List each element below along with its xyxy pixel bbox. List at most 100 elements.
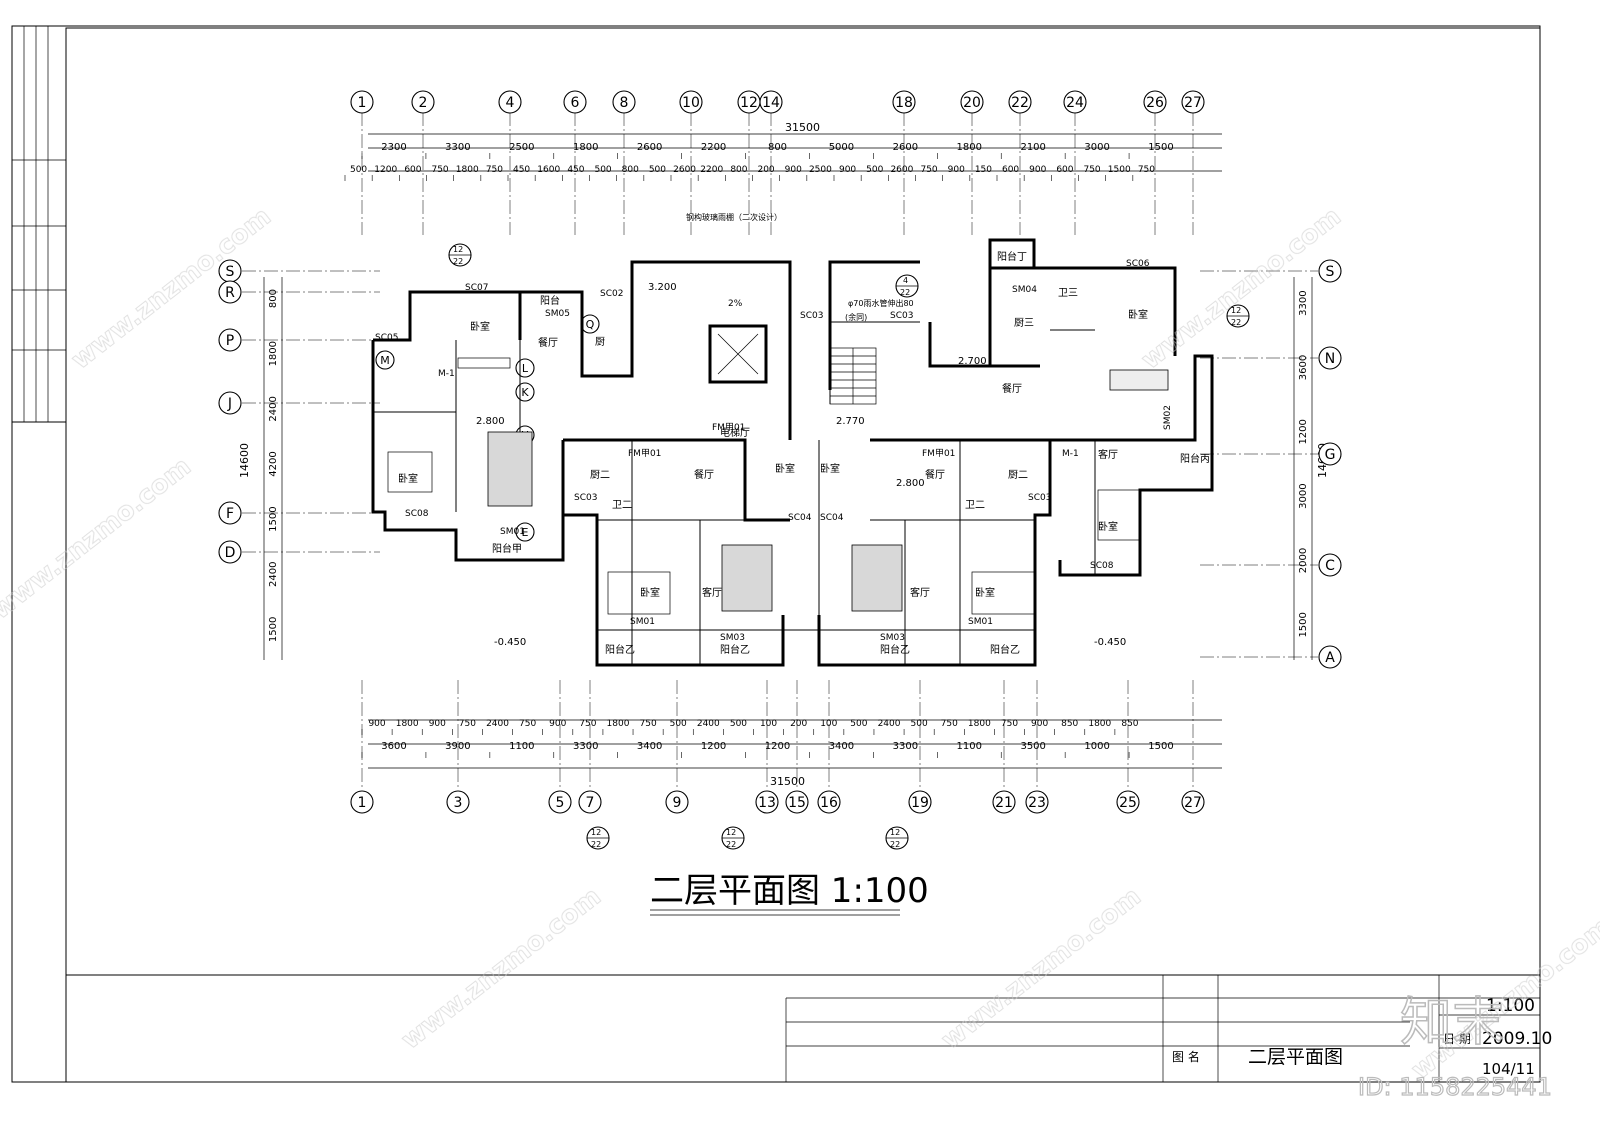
svg-text:22: 22: [1231, 318, 1241, 327]
window-tag: SC05: [375, 333, 398, 343]
detail-reference: 12 22 12 22 4 22 12 22 12 22 12 22: [448, 243, 1250, 850]
axis-bubble-top-24: 24: [1063, 90, 1087, 114]
window-tag: SC08: [405, 509, 429, 519]
watermark-text: www.znzmo.com: [936, 882, 1147, 1056]
dimension-value: 900: [785, 165, 802, 175]
window-tag: SC03: [800, 311, 823, 321]
axis-bubble-circle: [515, 522, 535, 542]
dimension-value: 750: [1001, 719, 1018, 729]
axis-bubble-label: 14: [762, 95, 780, 111]
window-tag: SM05: [545, 309, 570, 319]
dimension-value: 750: [1083, 165, 1100, 175]
brand-logo: 知末: [1400, 993, 1504, 1053]
axis-bubble-right-G: G: [1318, 442, 1342, 466]
dimension-value: 800: [622, 165, 639, 175]
dimension-value: 1200: [374, 165, 397, 175]
axis-bubble-label: G: [1325, 447, 1336, 463]
dimension-value: 2500: [509, 142, 534, 153]
axis-bubble-label: 6: [571, 95, 580, 111]
axis-bubble-label: 15: [788, 795, 806, 811]
watermark-text: www.znzmo.com: [396, 882, 607, 1056]
dimension-value: 900: [429, 719, 446, 729]
dimension-value: 1500: [1148, 741, 1173, 752]
room-kitchen-nw: 厨: [595, 336, 605, 348]
dimension-value: 150: [975, 165, 992, 175]
svg-text:4: 4: [903, 276, 908, 285]
window-tag: SC07: [465, 283, 488, 293]
dimension-value: 4200: [268, 451, 279, 476]
axis-bubble-circle: [350, 90, 374, 114]
dimension-value: 2400: [697, 719, 720, 729]
dimension-value: 1500: [1108, 165, 1131, 175]
room-balcony-b4: 阳台乙: [990, 643, 1020, 656]
axis-bubble-label: 8: [620, 95, 629, 111]
axis-bubble-left-P: P: [218, 328, 242, 352]
level-mark: 2.700: [958, 356, 987, 367]
svg-text:12: 12: [1231, 306, 1241, 315]
axis-bubble-label: 27: [1184, 795, 1202, 811]
axis-bubble-label: S: [226, 264, 235, 280]
window-tag: SC03: [890, 311, 913, 321]
watermark-text: www.znzmo.com: [0, 452, 197, 626]
room-bedroom-se1: 卧室: [975, 586, 995, 599]
dimension-value: 450: [513, 165, 530, 175]
axis-bubble-top-2: 2: [411, 90, 435, 114]
axis-bubble-circle: [1318, 553, 1342, 577]
dimension-value: 750: [486, 165, 503, 175]
axis-bubble-label: R: [225, 285, 235, 301]
svg-text:12: 12: [890, 828, 900, 837]
room-elevator-hall: 电梯厅: [720, 426, 750, 439]
dimension-value: 3500: [1020, 741, 1045, 752]
axis-bubble-circle: [1181, 90, 1205, 114]
axis-bubble-circle: [1318, 645, 1342, 669]
room-dining-c2: 餐厅: [925, 468, 945, 481]
axis-bubble-label: P: [226, 333, 234, 349]
axis-bubble-circle: [1318, 346, 1342, 370]
dimension-value: 900: [1031, 719, 1048, 729]
pipe-note: φ70雨水管伸出80: [848, 298, 914, 308]
axis-bubble-label: 5: [556, 795, 565, 811]
glass-canopy-note: 钢构玻璃雨棚（二次设计）: [686, 212, 782, 222]
axis-bubble-bottom-16: 16: [817, 790, 841, 814]
axis-bubble-label: S: [1326, 264, 1335, 280]
room-bath2-l: 卫二: [612, 500, 632, 511]
dimension-value: 500: [850, 719, 867, 729]
room-balcony-b2: 阳台乙: [720, 643, 750, 656]
room-balcony-nw: 阳台: [540, 294, 560, 307]
dimension-value: 750: [640, 719, 657, 729]
window-tag: SM01: [968, 617, 993, 627]
axis-bubble-circle: [892, 90, 916, 114]
dimension-value: 900: [1029, 165, 1046, 175]
left-binding-strip: [11, 26, 66, 423]
svg-text:22: 22: [453, 257, 463, 266]
axis-bubble-circle: [498, 90, 522, 114]
axis-bubble-circle: [665, 790, 689, 814]
room-dining-w: 餐厅: [538, 336, 558, 349]
dimension-value: 3400: [637, 741, 662, 752]
dimension-value: 1800: [456, 165, 479, 175]
axis-bubble-bottom-1: 1: [350, 790, 374, 814]
room-bedroom-ne: 卧室: [1128, 308, 1148, 321]
room-living-s1: 客厅: [702, 586, 722, 599]
dimension-value: 500: [594, 165, 611, 175]
axis-bubble-circle: [755, 790, 779, 814]
room-bedroom-e: 卧室: [1098, 520, 1118, 533]
dimension-value: 2500: [809, 165, 832, 175]
axis-bubble-bottom-23: 23: [1025, 790, 1049, 814]
axis-bubble-bottom-9: 9: [665, 790, 689, 814]
window-tag: SC03: [1028, 493, 1051, 503]
room-kitchen2-l: 厨二: [590, 469, 610, 481]
axis-bubble-label: 16: [820, 795, 838, 811]
room-balcony-c: 阳台丙: [1180, 452, 1210, 465]
axis-bubble-left-F: F: [218, 501, 242, 525]
window-tag: SM01: [630, 617, 655, 627]
axis-bubble-label: 20: [963, 95, 981, 111]
axis-bubble-label: 19: [911, 795, 929, 811]
room-balcony-d: 阳台丁: [997, 250, 1027, 263]
room-kitchen2-r: 厨二: [1008, 469, 1028, 481]
window-tag: SM02: [1163, 405, 1173, 430]
sheet-number: 104/11: [1482, 1060, 1535, 1078]
axis-bubble-label: Q: [586, 318, 595, 331]
